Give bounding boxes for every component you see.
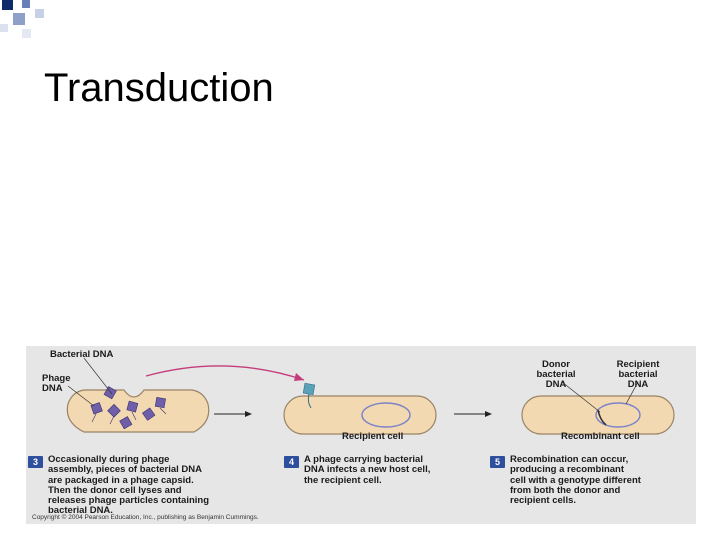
recombinant-cell-label: Recombinant cell [561,431,640,442]
step-4-badge: 4 [284,456,299,468]
recipient-cell [283,395,437,435]
copyright-notice: Copyright © 2004 Pearson Education, Inc.… [32,514,259,521]
donor-cell [66,389,210,433]
recipient-dna-label-line2: bacterial [618,369,658,380]
infecting-phage [302,382,316,409]
phage-particles [90,386,167,430]
step-3-badge: 3 [28,456,43,468]
bacterial-dna-label: Bacterial DNA [50,349,114,360]
step-5-badge: 5 [490,456,505,468]
transduction-figure: Bacterial DNA Phage DNA Donor bacterial … [26,346,696,524]
donor-dna-label-line2: bacterial [536,369,576,380]
donor-dna-label-line1: Donor [542,359,570,370]
corner-squares-decoration [0,0,60,40]
step-5-text: Recombination can occur, producing a rec… [510,454,641,506]
phage-dna-label-line2: DNA [42,383,63,394]
recipient-dna-label-line3: DNA [627,379,649,390]
recombinant-cell [521,395,675,435]
step-3-text: Occasionally during phage assembly, piec… [48,454,210,517]
donor-dna-label-line3: DNA [545,379,567,390]
recipient-dna-label-line1: Recipient [616,359,660,370]
recipient-cell-label: Recipient cell [342,431,404,442]
phage-dna-label-line1: Phage [42,373,71,384]
step-4-text: A phage carrying bacterial DNA infects a… [304,454,431,486]
phage-transfer-arrow [145,365,305,381]
slide-title: Transduction [44,66,274,110]
